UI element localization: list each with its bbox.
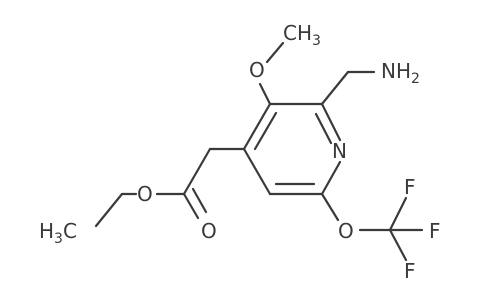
atom-n-ring: N — [332, 139, 347, 163]
atom-f3: F — [404, 259, 416, 283]
bond-c4-c3 — [242, 102, 272, 151]
bond-co-o-double-b — [191, 187, 208, 214]
atom-o-ester: O — [137, 182, 153, 206]
bond-layer — [94, 41, 424, 262]
bond-c2-ch2 — [320, 70, 350, 106]
bond-cf3-f3 — [388, 228, 408, 262]
atom-o-carbonyl: O — [201, 219, 217, 243]
atom-o-ocf3: O — [338, 219, 354, 243]
bond-co-o-double-a — [182, 192, 200, 220]
atom-f2: F — [429, 219, 441, 243]
atom-labels: CH3 O NH2 N O O H3C O F F F — [39, 21, 441, 283]
bond-c5-c4 — [242, 147, 272, 196]
bond-n-c6 — [320, 160, 342, 196]
bond-c2-n-inner — [314, 112, 333, 145]
bond-c2-n — [320, 102, 342, 142]
bond-c6-o — [320, 192, 340, 222]
bond-c4-c3-inner — [253, 111, 278, 151]
bond-ch2-co — [182, 147, 212, 196]
atom-f1: F — [404, 175, 416, 199]
atom-nh2: NH2 — [381, 59, 420, 87]
atom-ch3-top: CH3 — [283, 21, 321, 49]
bond-c3-o — [258, 82, 272, 106]
bond-o-ch3 — [265, 41, 285, 64]
bond-ch2-ch3 — [94, 192, 124, 228]
atom-o-methoxy: O — [249, 58, 265, 82]
bond-cf3-f1 — [388, 196, 408, 232]
atom-h3c: H3C — [39, 219, 77, 247]
